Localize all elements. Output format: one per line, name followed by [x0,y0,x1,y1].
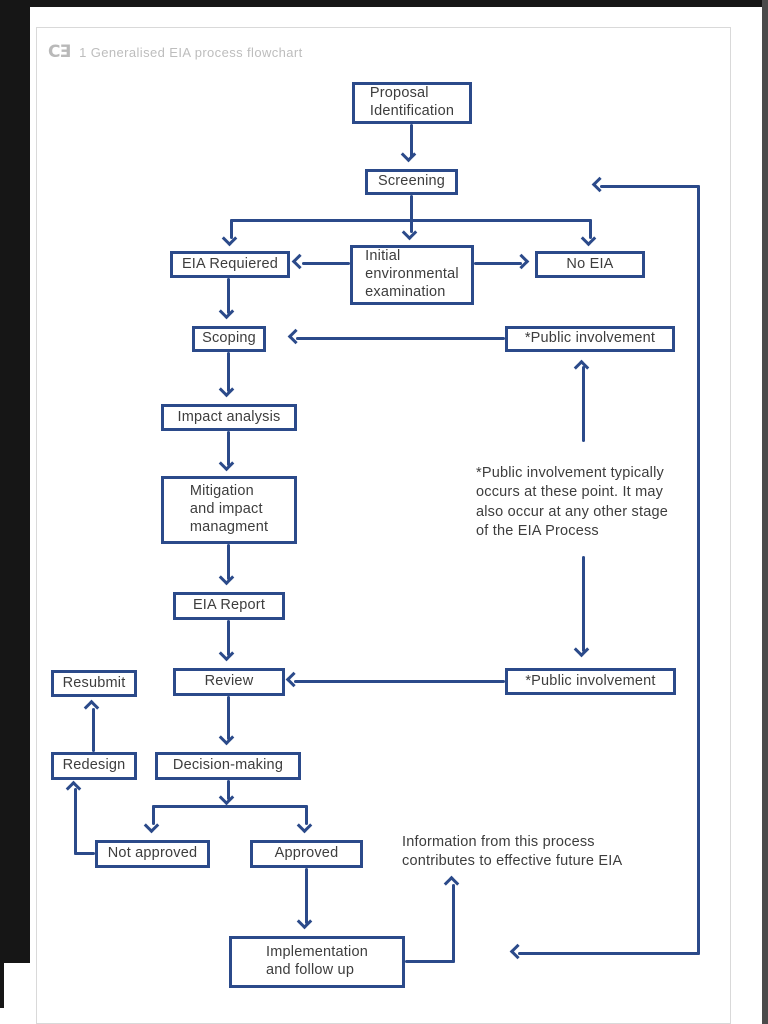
scan-edge-top [0,0,768,7]
connector-eiarequired-scoping [227,278,230,314]
scan-edge-left [0,0,30,963]
brand-logo-icon: CƎ [48,42,71,62]
scan-edge-left-tail [0,963,4,1008]
connector-feedback-bottom [518,952,700,955]
connector-publicinv2-review [294,680,505,683]
connector-branch-initial-env [410,219,413,233]
node-public-involvement-2: *Public involvement [505,668,676,695]
node-not-approved: Not approved [95,840,210,868]
connector-redesign-resubmit [92,708,95,752]
node-eia-required: EIA Requiered [170,251,290,278]
connector-split-approved [305,805,308,825]
connector-note-publicinv2 [582,556,585,652]
scan-edge-right [762,0,768,1024]
connector-branch-no-eia [589,219,592,239]
node-proposal-identification: Proposal Identification [352,82,472,124]
node-scoping: Scoping [192,326,266,352]
connector-report-review [227,620,230,656]
node-resubmit: Resubmit [51,670,137,697]
connector-impact-mitigation [227,431,230,466]
connector-implementation-elbow-h [405,960,455,963]
node-screening: Screening [365,169,458,195]
node-review: Review [173,668,285,696]
connector-split-horizontal [152,805,308,808]
page-title: 1 Generalised EIA process flowchart [79,44,303,60]
connector-proposal-screening [410,124,413,158]
connector-notapproved-loop-h [74,852,95,855]
node-approved: Approved [250,840,363,868]
page-header: CƎ 1 Generalised EIA process flowchart [48,42,303,62]
connector-feedback-top [600,185,700,188]
connector-branch-eia-required [230,219,233,239]
node-decision-making: Decision-making [155,752,301,780]
node-implementation-follow-up: Implementation and follow up [229,936,405,988]
connector-feedback-vertical [697,185,700,955]
connector-review-decision [227,696,230,740]
connector-implementation-elbow-v [452,884,455,963]
node-impact-analysis: Impact analysis [161,404,297,431]
connector-notapproved-loop-v [74,788,77,855]
connector-publicinv1-scoping [296,337,505,340]
node-initial-environmental-examination: Initial environmental examination [350,245,474,305]
connector-initialenv-eiarequired [302,262,350,265]
note-public-involvement: *Public involvement typically occurs at … [476,465,668,539]
connector-scoping-impact [227,352,230,392]
node-public-involvement-1: *Public involvement [505,326,675,352]
connector-note-publicinv1 [582,366,585,442]
connector-mitigation-report [227,544,230,580]
connector-initialenv-noeia [474,262,522,265]
connector-screening-branch [410,195,413,221]
connector-approved-implementation [305,868,308,924]
connector-decision-split [227,780,230,800]
node-eia-report: EIA Report [173,592,285,620]
note-information-feedback: Information from this process contribute… [402,834,623,870]
node-no-eia: No EIA [535,251,645,278]
node-mitigation-impact-management: Mitigation and impact managment [161,476,297,544]
node-redesign: Redesign [51,752,137,780]
connector-split-notapproved [152,805,155,825]
